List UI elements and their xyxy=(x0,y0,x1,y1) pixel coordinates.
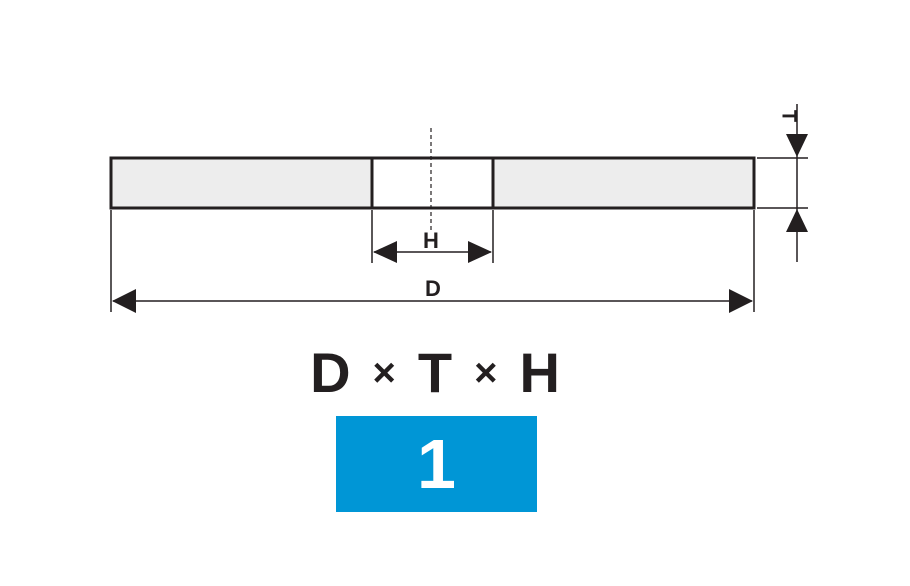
hole-arrow-left xyxy=(373,241,397,263)
shape-type-number: 1 xyxy=(417,425,456,503)
formula-d: D xyxy=(310,341,351,404)
diameter-label: D xyxy=(425,276,441,301)
formula-h: H xyxy=(519,341,560,404)
hole-label: H xyxy=(423,228,439,253)
formula-times-2: × xyxy=(474,351,498,395)
hole-arrow-right xyxy=(468,241,492,263)
formula-t: T xyxy=(417,341,453,404)
shape-type-badge: 1 xyxy=(336,416,537,512)
wheel-bore xyxy=(370,156,495,210)
wheel-right-section xyxy=(491,156,756,210)
thickness-label: T xyxy=(778,110,800,122)
formula-times-1: × xyxy=(372,351,396,395)
diameter-arrow-right xyxy=(729,289,753,313)
thickness-arrow-top xyxy=(786,134,808,157)
diameter-arrow-left xyxy=(112,289,136,313)
dimension-formula: D × T × H xyxy=(255,338,615,408)
wheel-left-section xyxy=(109,156,374,210)
thickness-arrow-bottom xyxy=(786,209,808,232)
